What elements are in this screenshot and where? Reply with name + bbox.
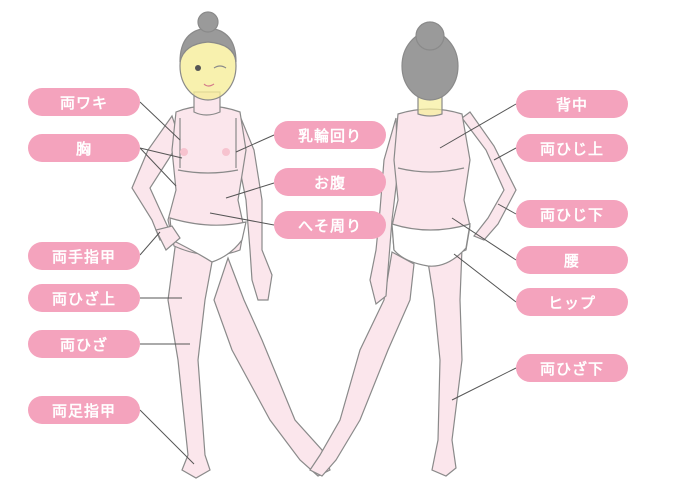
front-underwear <box>169 217 247 263</box>
front-left-leg <box>167 239 213 479</box>
front-right-arm <box>237 115 273 301</box>
label-both-knees: 両ひざ <box>28 330 140 358</box>
label-both-armpits: 両ワキ <box>28 88 140 116</box>
label-both-lower-knees: 両ひざ下 <box>516 354 628 382</box>
back-right-leg <box>427 247 463 477</box>
front-hair-bun <box>197 11 219 33</box>
back-underwear <box>391 223 471 267</box>
label-around-navel: へそ周り <box>274 211 386 239</box>
label-both-back-of-hands: 両手指甲 <box>28 242 140 270</box>
back-right-arm <box>461 111 517 241</box>
leader-lines <box>139 101 517 465</box>
front-figure <box>131 11 331 479</box>
label-both-above-knees: 両ひざ上 <box>28 284 140 312</box>
label-lower-back: 腰 <box>516 246 628 274</box>
back-left-arm <box>369 117 399 306</box>
label-areola: 乳輪回り <box>274 121 386 149</box>
label-hips: ヒップ <box>516 288 628 316</box>
label-both-upper-elbows: 両ひじ上 <box>516 134 628 162</box>
front-right-leg <box>213 256 331 477</box>
label-both-lower-elbows: 両ひじ下 <box>516 200 628 228</box>
label-both-back-of-toes: 両足指甲 <box>28 396 140 424</box>
front-left-hand <box>155 225 181 251</box>
label-chest: 胸 <box>28 134 140 162</box>
back-hair-bun <box>415 21 445 51</box>
back-left-leg <box>309 251 415 477</box>
label-abdomen: お腹 <box>274 168 386 196</box>
back-figure <box>309 21 517 477</box>
label-upper-back: 背中 <box>516 90 628 118</box>
front-hair <box>179 27 237 63</box>
